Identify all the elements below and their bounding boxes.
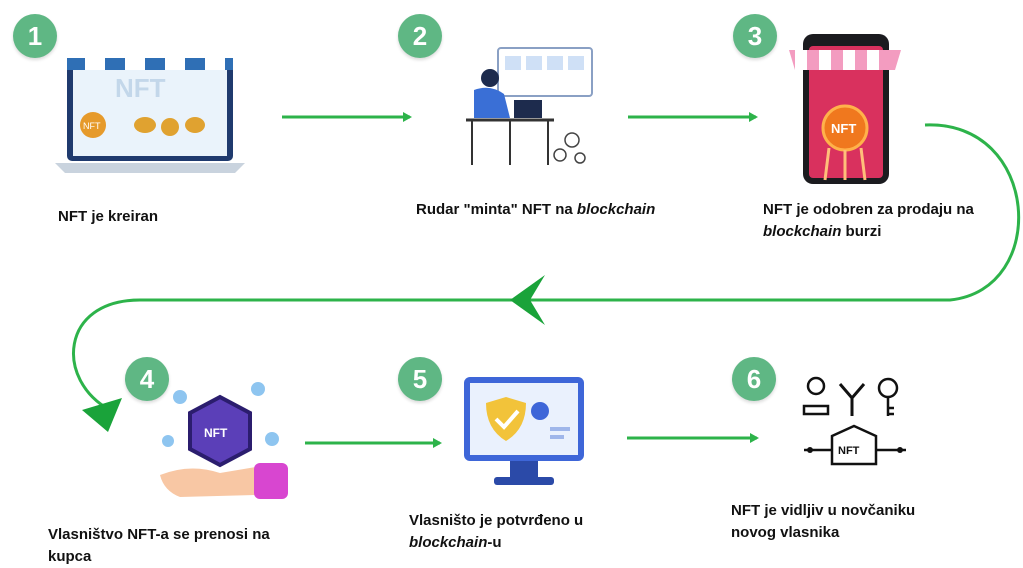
step-5-caption: Vlasništo je potvrđeno u blockchain-u <box>409 512 584 551</box>
step-6-caption: NFT je vidljiv u novčaniku novog vlasnik… <box>731 502 916 541</box>
big-chevron <box>510 275 545 325</box>
laptop-screen-label: NFT <box>115 73 166 103</box>
step-4-caption: Vlasništvo NFT-a se prenosi na kupca <box>48 526 270 565</box>
step-5-badge: 5 <box>398 357 442 401</box>
step-3-badge: 3 <box>733 14 777 58</box>
step-4-badge: 4 <box>125 357 169 401</box>
hand-token-icon: NFT <box>160 382 288 499</box>
svg-text:NFT: NFT <box>83 121 101 131</box>
step-1-badge: 1 <box>13 14 57 58</box>
curve-3-to-4 <box>72 123 1021 412</box>
step-1-caption: NFT je kreiran <box>58 208 159 225</box>
arrow-head-to-4 <box>82 398 122 432</box>
phone-market-icon: NFT <box>789 34 901 184</box>
verified-monitor-icon <box>464 377 584 485</box>
laptop-icon: NFT NFT <box>55 58 245 173</box>
step-2-badge: 2 <box>398 14 442 58</box>
miner-workstation-icon <box>466 47 593 165</box>
step-3-caption: NFT je odobren za prodaju na blockchain … <box>763 201 974 240</box>
svg-text:NFT: NFT <box>838 445 860 457</box>
ownership-box-icon: NFT <box>802 376 906 466</box>
svg-text:NFT: NFT <box>831 121 856 136</box>
step-6-badge: 6 <box>732 357 776 401</box>
step-2-caption: Rudar "minta" NFT na blockchain <box>416 201 656 218</box>
svg-text:NFT: NFT <box>204 426 228 440</box>
